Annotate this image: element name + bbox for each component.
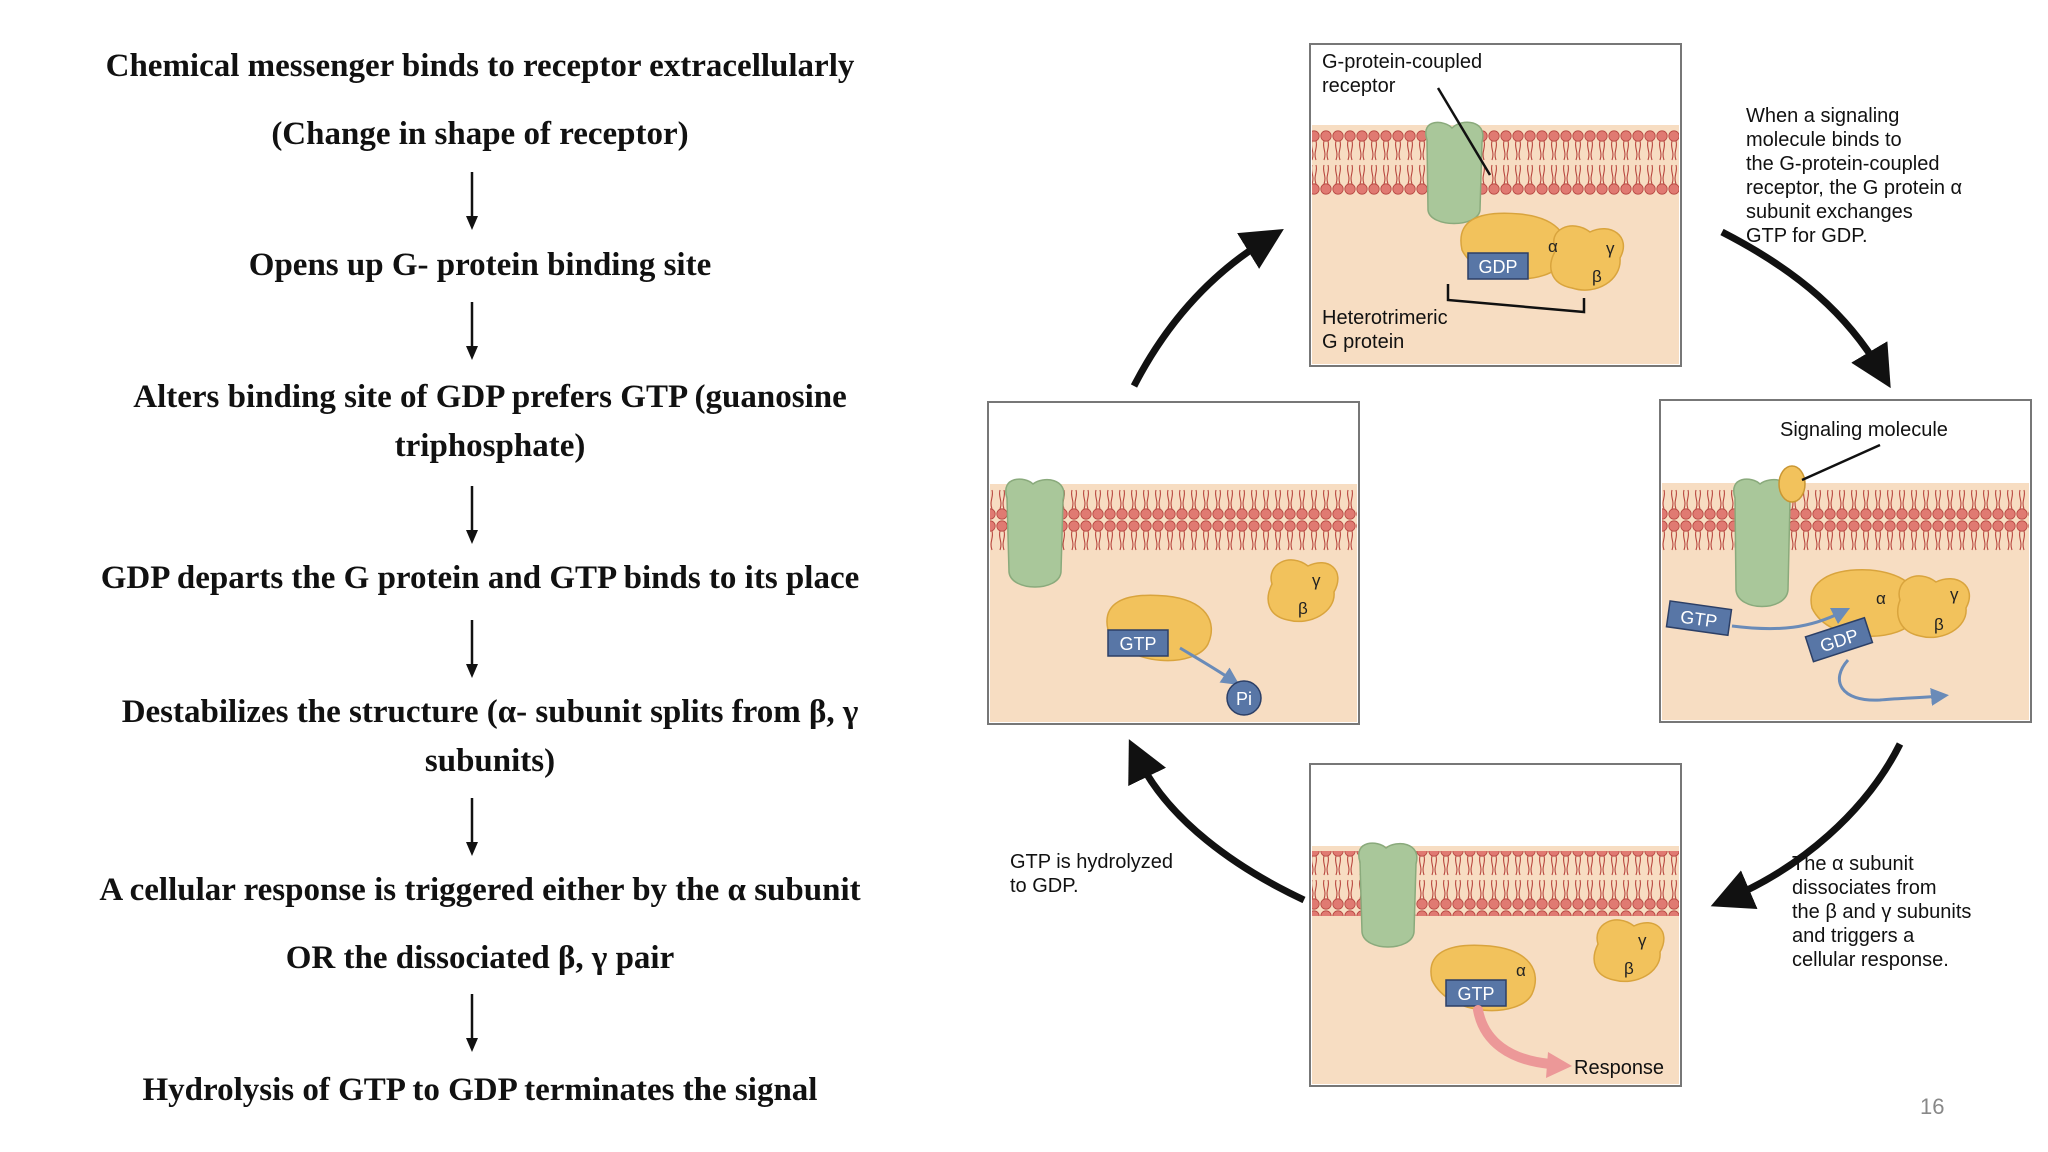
beta-label-right: β [1934,615,1944,634]
caption-bottom-right-line-1: The α subunit [1792,853,1914,875]
caption-top-right-line-1: When a signaling [1746,105,1899,127]
gtp-label-left: GTP [1119,634,1156,654]
receptor-label: G-protein-coupled receptor [1322,51,1488,97]
beta-label: β [1592,267,1602,286]
caption-top-right-line-6: GTP for GDP. [1746,225,1868,247]
panel-receptor-inactive: GDP α β γ G-protein-coupled receptor Het… [1309,43,1682,367]
step-opens-binding-site: Opens up G- protein binding site [248,247,712,283]
receptor-shape [1425,121,1484,225]
gamma-label-right: γ [1950,585,1959,604]
step-prefers-gtp: Alters binding site of GDP prefers GTP (… [133,379,847,464]
step-gdp-departs: GDP departs the G protein and GTP binds … [100,560,860,596]
caption-bottom-right-line-3: the β and γ subunits [1792,901,1971,923]
gprotein-label-line-1: Heterotrimeric [1322,307,1448,329]
beta-gamma-shape [1550,225,1625,291]
page-number: 16 [1920,1094,1945,1119]
alpha-label-bottom: α [1516,961,1526,980]
alpha-label: α [1548,237,1558,256]
panel-gtp-hydrolysis: GTP Pi β γ [987,401,1360,725]
cycle-arrow-bottom-to-left [1128,739,1306,904]
gamma-label: γ [1606,239,1615,258]
down-arrow-4 [466,620,478,678]
receptor-shape-right [1732,478,1792,608]
down-arrow-1 [466,172,478,230]
caption-top-right: When a signaling molecule binds to the G… [1746,105,1968,247]
alpha-label-right: α [1876,589,1886,608]
down-arrow-3 [466,486,478,544]
caption-bottom-right-line-2: dissociates from [1792,877,1937,899]
response-label: Response [1574,1057,1664,1079]
cycle-arrow-right-to-bottom [1710,742,1904,910]
cycle-arrow-left-to-top [1130,228,1284,388]
caption-top-right-line-4: receptor, the G protein α [1746,177,1962,199]
receptor-label-line-1: G-protein-coupled [1322,51,1482,73]
caption-left-line-1: GTP is hydrolyzed [1010,851,1173,873]
panel-signal-bound: Signaling molecule α β γ GTP GDP [1659,399,2032,723]
beta-label-bottom: β [1624,959,1634,978]
down-arrow-2 [466,302,478,360]
gprotein-label: Heterotrimeric G protein [1322,307,1453,353]
caption-bottom-right: The α subunit dissociates from the β and… [1792,853,1977,971]
gdp-label: GDP [1478,257,1517,277]
panel-alpha-dissociated: α GTP β γ Response [1309,763,1682,1087]
caption-top-right-line-5: subunit exchanges [1746,201,1913,223]
down-arrow-5 [466,798,478,856]
caption-left-line-2: to GDP. [1010,875,1079,897]
caption-bottom-right-line-4: and triggers a [1792,925,1915,947]
step-messenger-binds: Chemical messenger binds to receptor ext… [105,48,855,84]
caption-left: GTP is hydrolyzed to GDP. [1010,851,1179,897]
step-destabilizes: Destabilizes the structure (α- subunit s… [121,694,859,779]
cycle-arrow-top-to-right [1720,228,1891,389]
step-shape-change: (Change in shape of receptor) [271,116,689,152]
down-arrow-6 [466,994,478,1052]
step-cellular-response: A cellular response is triggered either … [99,872,861,908]
signaling-molecule-shape [1778,465,1806,503]
gdp-box [1467,252,1529,280]
caption-top-right-line-2: molecule binds to [1746,129,1902,151]
gamma-label-left: γ [1312,571,1321,590]
step-beta-gamma-pair: OR the dissociated β, γ pair [285,940,675,976]
gamma-label-bottom: γ [1638,931,1647,950]
beta-label-left: β [1298,599,1308,618]
caption-top-right-line-3: the G-protein-coupled [1746,153,1939,175]
pi-label: Pi [1236,689,1252,709]
receptor-label-line-2: receptor [1322,75,1396,97]
step-hydrolysis: Hydrolysis of GTP to GDP terminates the … [142,1072,818,1108]
signaling-molecule-label: Signaling molecule [1780,419,1948,441]
flowchart: Chemical messenger binds to receptor ext… [0,0,960,1152]
caption-bottom-right-line-5: cellular response. [1792,949,1949,971]
gtp-label-bottom: GTP [1457,984,1494,1004]
gprotein-label-line-2: G protein [1322,331,1404,353]
